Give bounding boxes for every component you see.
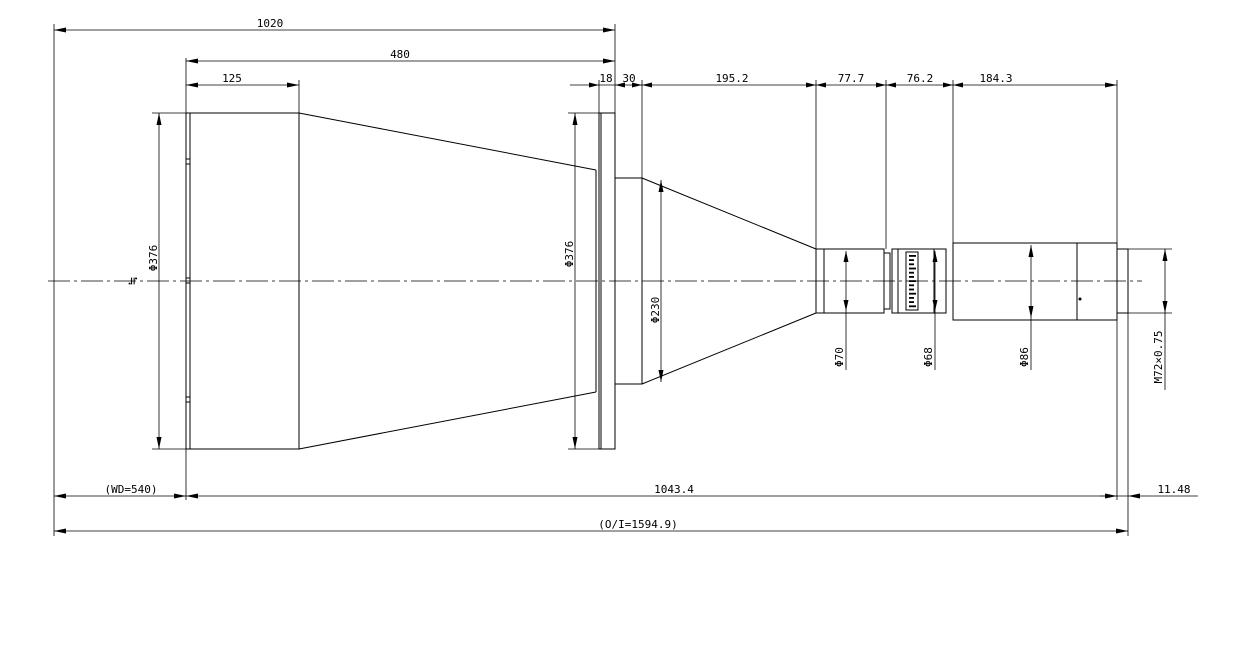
label-77-7: 77.7 <box>838 72 865 85</box>
rear-cone-bottom <box>641 312 817 385</box>
arrow <box>886 82 896 88</box>
label-30: 30 <box>622 72 635 85</box>
hood-screw-bottom <box>185 396 191 403</box>
arrow <box>876 82 886 88</box>
hood-screw-top <box>185 158 191 165</box>
hood-screw-mid <box>185 277 191 284</box>
rear-body-set-screw <box>1078 297 1082 301</box>
arrow <box>1028 245 1034 257</box>
label-76-2: 76.2 <box>907 72 934 85</box>
label-1043-4: 1043.4 <box>654 483 694 496</box>
label-barrel1-dia: Φ70 <box>833 347 846 367</box>
arrow <box>54 493 66 499</box>
scale-tick <box>909 267 916 270</box>
arrow <box>953 82 963 88</box>
label-1020: 1020 <box>257 17 284 30</box>
arrow <box>589 82 599 88</box>
label-480: 480 <box>390 48 410 61</box>
label-hood-dia: Φ376 <box>147 245 160 272</box>
arrow <box>642 82 652 88</box>
arrow <box>943 82 953 88</box>
arrow <box>1116 528 1128 534</box>
arrow <box>1028 306 1034 318</box>
label-195-2: 195.2 <box>715 72 748 85</box>
arrow <box>806 82 816 88</box>
scale-tick <box>909 301 914 303</box>
arrow <box>54 528 66 534</box>
label-125: 125 <box>222 72 242 85</box>
arrow <box>186 82 198 88</box>
arrow <box>156 113 162 125</box>
scale-tick <box>909 263 914 266</box>
scale-tick <box>909 297 914 299</box>
optical-axis-symbol: ≒ <box>126 277 141 285</box>
arrow <box>186 58 198 64</box>
scale-tick <box>909 284 914 287</box>
arrow <box>54 27 66 33</box>
arrow <box>1162 301 1168 313</box>
arrow <box>816 82 826 88</box>
scale-tick <box>909 276 914 278</box>
arrow <box>572 113 578 125</box>
scale-tick <box>909 305 916 308</box>
rear-cone-top <box>641 177 817 250</box>
arrow <box>572 437 578 449</box>
label-rear-body-dia: Φ86 <box>1018 347 1031 367</box>
arrow <box>603 58 615 64</box>
arrow <box>658 180 664 192</box>
dimension-labels: 1020 480 125 18 30 195.2 77.7 76.2 184.3… <box>105 17 1191 531</box>
arrow <box>1128 493 1140 499</box>
arrow <box>843 251 849 262</box>
label-working-distance: (WD=540) <box>105 483 158 496</box>
label-11-48: 11.48 <box>1157 483 1190 496</box>
arrow <box>615 82 625 88</box>
arrow <box>1105 82 1117 88</box>
scale-tick <box>909 255 916 257</box>
arrow <box>932 300 938 311</box>
focus-scale-ticks <box>909 255 916 308</box>
label-spacer-dia: Φ230 <box>649 297 662 324</box>
scale-tick <box>909 292 916 295</box>
arrow <box>932 251 938 262</box>
arrow <box>287 82 299 88</box>
arrow <box>658 370 664 382</box>
arrow <box>843 300 849 311</box>
arrow <box>174 493 186 499</box>
rear-body <box>952 242 1118 321</box>
front-cone-top <box>298 112 597 171</box>
label-184-3: 184.3 <box>979 72 1012 85</box>
arrow <box>632 82 642 88</box>
arrow <box>186 493 198 499</box>
label-flange-dia: Φ376 <box>563 241 576 268</box>
arrow <box>603 27 615 33</box>
label-18: 18 <box>599 72 612 85</box>
arrow <box>156 437 162 449</box>
label-barrel2-dia: Φ68 <box>922 347 935 367</box>
dimension-lines <box>53 24 1198 536</box>
front-cone-bottom <box>298 391 597 450</box>
scale-tick <box>909 271 914 274</box>
label-mount-thread: M72×0.75 <box>1152 331 1165 384</box>
label-object-to-image: (O/I=1594.9) <box>598 518 677 531</box>
scale-tick <box>909 259 914 261</box>
arrow <box>1162 249 1168 261</box>
scale-tick <box>909 288 914 291</box>
